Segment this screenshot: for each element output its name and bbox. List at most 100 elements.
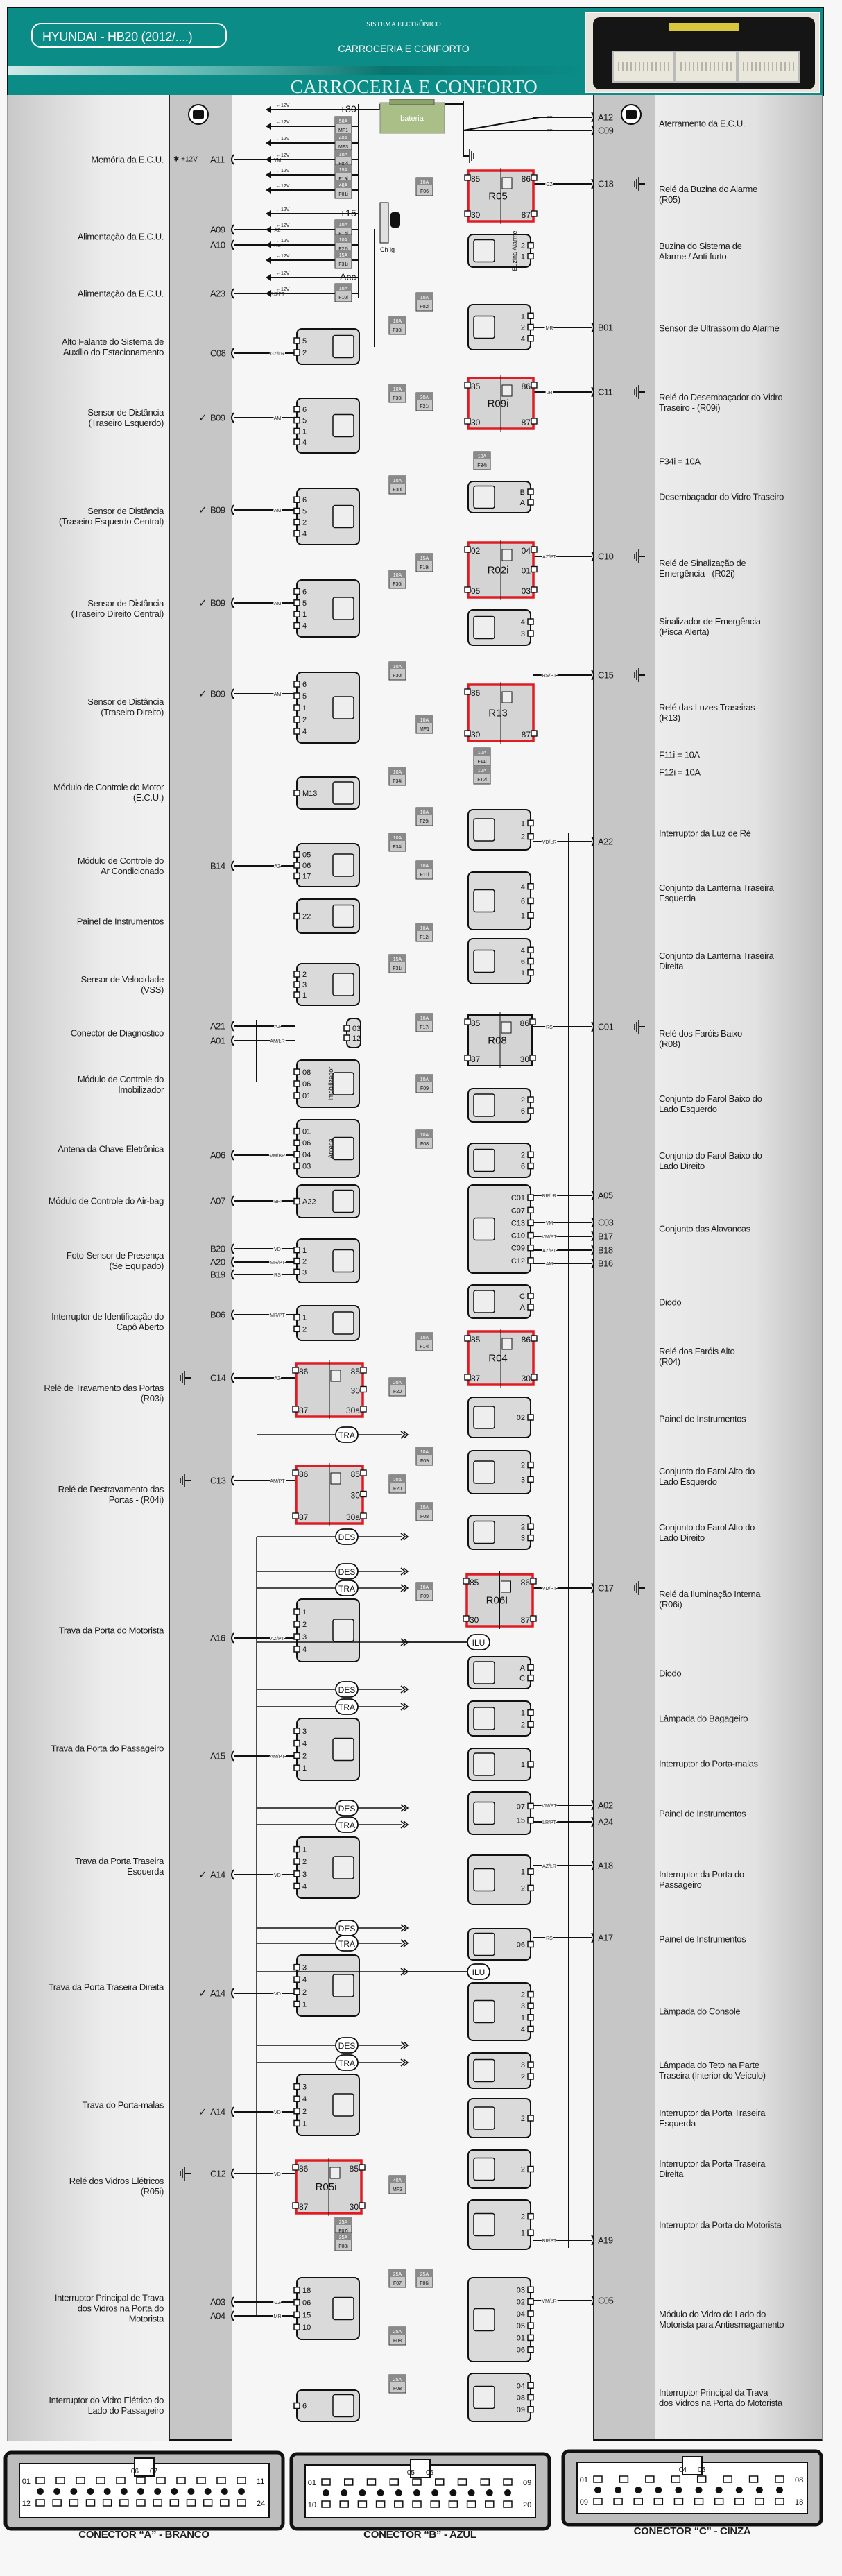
module-pin (293, 1739, 300, 1747)
relay-terminal (360, 1469, 367, 1476)
chevron-icon (400, 1567, 409, 1576)
battery-terminals (389, 99, 435, 105)
component-icon (332, 904, 354, 928)
right-component-label: Lâmpada do Bagageiro (659, 1713, 748, 1724)
fuse-name: MF3 (393, 2187, 402, 2192)
pin-socket (591, 1021, 594, 1032)
module-pin-number: 3 (302, 1268, 307, 1277)
connector-pin (96, 2477, 105, 2484)
connector-seal (171, 2488, 178, 2495)
connector-seal (431, 2489, 439, 2496)
supply-label: ←12V (276, 207, 290, 212)
wire-color-label: VD (274, 2110, 281, 2115)
fuse-cap (416, 554, 433, 561)
module-pin (527, 488, 534, 495)
module-pin (293, 2323, 300, 2330)
ecu-pin-a04: A04 (210, 2310, 225, 2321)
signal-tag (335, 2037, 359, 2054)
fuse-cap (416, 1503, 433, 1510)
relay-name: R02i (488, 565, 509, 577)
fuse-rating: 10A (393, 770, 402, 775)
fuse-name: F34i (477, 463, 487, 468)
component-module: 12 (467, 1854, 534, 1905)
wire-color-label: RS/PT (542, 674, 557, 679)
ecu-pin-b14: B14 (210, 860, 225, 871)
module-pin-number: 09 (517, 2406, 525, 2414)
module-pin (293, 1728, 300, 1734)
module-body (467, 2199, 531, 2250)
pin-socket (231, 348, 234, 359)
relay-terminal (531, 210, 538, 217)
connector-seal (137, 2488, 144, 2495)
fuse-rating: 10A (339, 153, 348, 157)
module-pin-number: 4 (302, 2095, 307, 2104)
module-pin (343, 1025, 350, 1032)
pin-number: 01 (308, 2479, 316, 2487)
connector-latch (410, 2459, 431, 2478)
signal-tag (335, 1935, 359, 1952)
right-component-label: F34i = 10A (659, 456, 701, 467)
fuse-name: F14i (338, 232, 348, 237)
header-band (8, 66, 585, 75)
module-pin (527, 2286, 534, 2294)
component-icon (473, 1093, 495, 1117)
module-body (296, 398, 360, 454)
fuse-cap (335, 250, 352, 258)
fuse-cap (474, 748, 490, 756)
fuse-name: F34i (393, 779, 402, 784)
ecu-pin-a02: A02 (598, 1800, 613, 1811)
pin-number: 18 (795, 2498, 803, 2507)
connector-icon-glyph (193, 110, 204, 119)
signal-tag-label: TRA (338, 1584, 355, 1594)
connector-seal (37, 2488, 44, 2495)
fuse-mf3: 40A MF3 (388, 2175, 406, 2194)
fuse-cap (335, 235, 352, 243)
relay-pin: 87 (471, 1374, 481, 1383)
right-component-label: Buzina do Sistema de Alarme / Anti-furto (659, 241, 742, 262)
signal-tag (335, 2054, 359, 2071)
module-pin-number: 06 (302, 2299, 311, 2308)
arrow-icon (266, 106, 271, 113)
ground-icon (634, 1581, 645, 1595)
pin-socket (231, 1256, 234, 1268)
connector-seal (395, 2489, 402, 2496)
module-pin-number: 6 (302, 2403, 307, 2411)
signal-tag-label: TRA (338, 1820, 355, 1830)
signal-tag-label: DES (338, 2041, 356, 2051)
left-component-label: Alimentação da E.C.U. (77, 288, 164, 299)
component-icon (332, 334, 354, 359)
connector-latch (682, 2456, 703, 2475)
pin-number: 24 (257, 2500, 265, 2508)
wire-color-label: CZ (546, 182, 553, 187)
wire-color-label: VM/PT (542, 1804, 557, 1809)
fuse-rating: 40A (393, 2178, 402, 2183)
component-icon (473, 239, 495, 263)
module-pin-number: 1 (302, 1764, 307, 1773)
pin-number: 09 (523, 2479, 531, 2487)
connector-pin (186, 2499, 196, 2507)
fuse-name: MF1 (338, 128, 348, 133)
pin-number: 09 (580, 2498, 588, 2507)
ecu-pin-a01: A01 (210, 1035, 225, 1046)
module-pin (293, 1882, 300, 1890)
ground-icon (634, 385, 645, 399)
component-icon (473, 615, 495, 640)
module-pin-number: 1 (302, 427, 307, 436)
module-pin-number: 3 (521, 2002, 525, 2011)
module-pin-number: 2 (521, 2115, 525, 2123)
fuse-cap (389, 384, 406, 392)
pin-mark: ✓ (198, 412, 207, 424)
pin-number: 12 (22, 2500, 31, 2508)
bus-label-acc: Acc (340, 271, 356, 282)
pin-number: 01 (580, 2476, 588, 2484)
left-component-label: Conector de Diagnóstico (70, 1027, 164, 1039)
component-icon (473, 2106, 495, 2130)
pin-socket (231, 2168, 234, 2179)
module-pin-number: 2 (302, 1988, 307, 1997)
diagram-area (232, 95, 593, 2441)
signal-tag (335, 1426, 359, 1443)
